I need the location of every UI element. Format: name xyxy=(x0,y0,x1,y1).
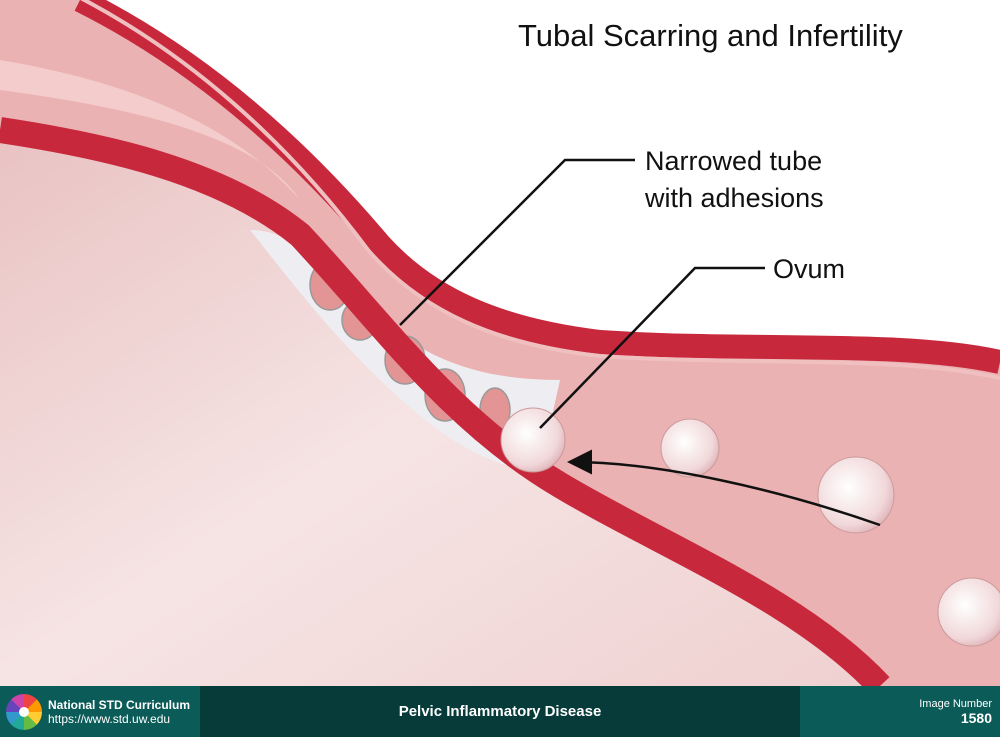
curriculum-logo-icon xyxy=(6,693,42,730)
narrowed-tube-label: Narrowed tube with adhesions xyxy=(645,143,824,217)
footer-image-number: Image Number 1580 xyxy=(800,686,1000,737)
footer-brand[interactable]: National STD Curriculum https://www.std.… xyxy=(0,686,200,737)
ovum-path-arrow xyxy=(567,449,881,527)
image-number-label: Image Number xyxy=(919,697,992,710)
ova xyxy=(500,407,1000,647)
upper-tube-wall xyxy=(74,0,1000,374)
lower-tube-wall xyxy=(0,117,890,686)
narrowed-tube-label-line2: with adhesions xyxy=(645,183,824,213)
image-number: 1580 xyxy=(960,709,992,726)
org-name: National STD Curriculum xyxy=(48,697,191,712)
ovum xyxy=(817,456,895,534)
footer-topic: Pelvic Inflammatory Disease xyxy=(200,686,800,737)
illustration-title: Tubal Scarring and Infertility xyxy=(518,18,903,53)
ovum-label: Ovum xyxy=(773,254,846,284)
narrowed-tube-label-line1: Narrowed tube xyxy=(645,146,823,176)
ovum-blocked xyxy=(500,407,566,473)
tube-lumen xyxy=(0,0,1000,686)
ovum xyxy=(660,418,720,478)
org-url[interactable]: https://www.std.uw.edu xyxy=(48,711,171,726)
footer: National STD Curriculum https://www.std.… xyxy=(0,686,1000,737)
narrowed-tube-leader-line xyxy=(399,158,635,326)
tubal-scarring-illustration xyxy=(0,0,1000,686)
ovum-leader-line xyxy=(539,266,765,429)
tube-inner-fold xyxy=(0,60,300,200)
ovum xyxy=(937,577,1000,647)
